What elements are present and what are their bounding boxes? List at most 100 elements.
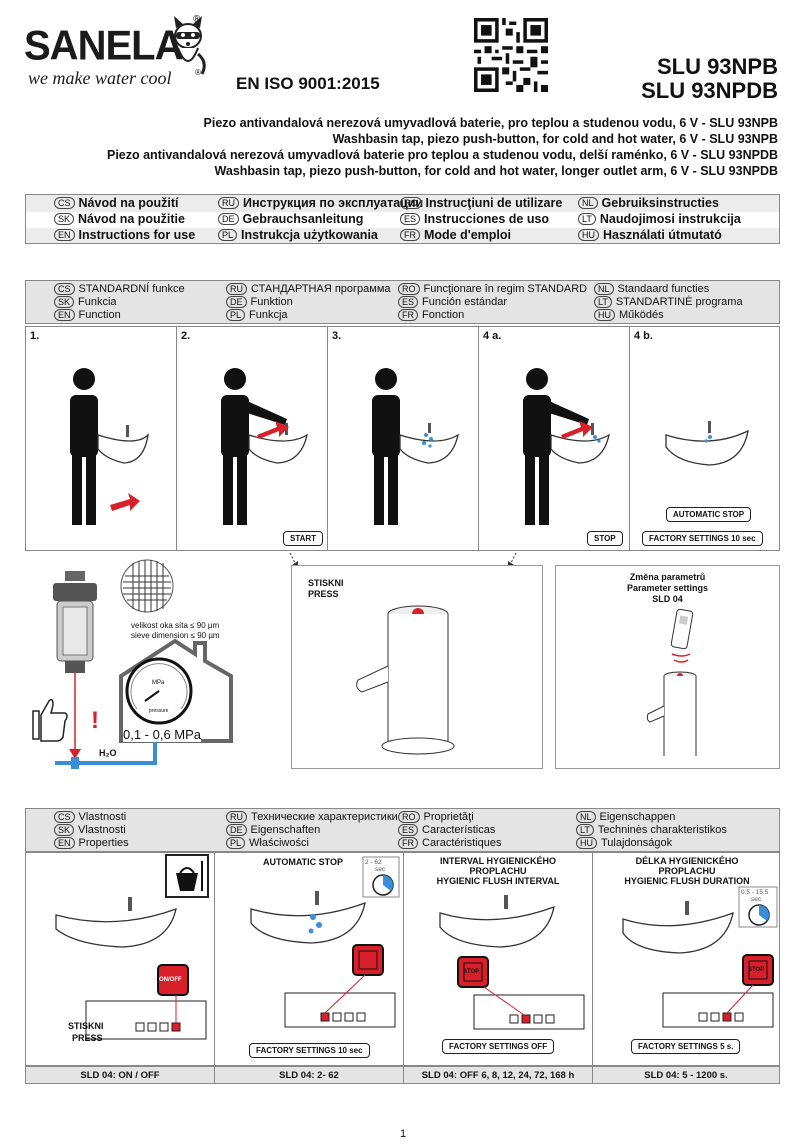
param-label-en: Parameter settings [626, 583, 709, 593]
language-label-text: Návod na použitie [78, 212, 185, 226]
language-code-badge: SK [54, 824, 75, 836]
language-code-badge: LT [578, 213, 596, 225]
language-label-text: STANDARTINĖ programa [615, 296, 743, 308]
model-number-1: SLU 93NPB [656, 54, 778, 79]
onoff-button-label[interactable]: ON/OFF [159, 977, 182, 983]
language-label-text: Instructions for use [78, 228, 196, 242]
warning-icon: ! [91, 707, 99, 734]
step-number: 4 a. [483, 330, 502, 342]
person-stop-icon [523, 368, 610, 525]
model-number-2: SLU 93NPDB [641, 78, 778, 103]
properties-grid: ON/OFF STISKNI PRESS AUTOMATIC STOP 2 - … [25, 852, 780, 1066]
title-line: Piezo antivandalová nerezová umyvadlová … [203, 116, 778, 130]
language-label-text: Vlastnosti [78, 811, 127, 823]
language-label-text: Caractéristiques [422, 837, 502, 849]
press-label-cs: STISKNI [68, 1021, 104, 1031]
language-code-badge: ES [398, 824, 419, 836]
automatic-stop-panel: AUTOMATIC STOP 2 - 62 sec FACTORY SETTIN… [215, 853, 404, 1065]
language-label-text: Gebrauchsanleitung [242, 212, 364, 226]
language-code-badge: FR [400, 229, 420, 241]
factory-settings-label: FACTORY SETTINGS 5 s. [631, 1039, 741, 1054]
automatic-stop-diagram-svg [250, 856, 400, 1028]
hygienic-duration-panel: DÉLKA HYGIENICKÉHO PROPLACHU HYGIENIC FL… [593, 853, 781, 1065]
time-range-label: 0.5 - 15.5 [741, 889, 769, 896]
title-line: Piezo antivandalová nerezová umyvadlová … [106, 148, 778, 162]
language-code-badge: NL [576, 811, 596, 823]
language-code-badge: DE [226, 296, 247, 308]
language-code-badge: ES [400, 213, 421, 225]
tap-pressbutton-icon[interactable] [352, 596, 482, 768]
language-code-badge: RU [218, 197, 239, 209]
language-code-badge: PL [218, 229, 238, 241]
language-label-text: STANDARDNÍ funkce [78, 283, 185, 295]
language-label-text: Techninės charakteristikos [597, 824, 727, 836]
language-label-text: Instrukcja użytkowania [241, 228, 378, 242]
param-label-model: SLD 04 [652, 594, 683, 604]
language-label-text: Características [422, 824, 496, 836]
language-code-badge: NL [594, 283, 614, 295]
language-code-badge: EN [54, 309, 75, 321]
stop-button-label[interactable]: STOP [748, 967, 765, 973]
duration-title-1: DÉLKA HYGIENICKÉHO [635, 856, 739, 866]
press-label-cs: STISKNI [308, 578, 344, 588]
sld-onoff: SLD 04: ON / OFF [26, 1067, 215, 1083]
press-label-en: PRESS [72, 1033, 103, 1043]
sld-duration-range: SLD 04: 5 - 1200 s. [644, 1069, 728, 1081]
interval-title-3: HYGIENIC FLUSH INTERVAL [436, 876, 560, 886]
factory-settings-label: FACTORY SETTINGS OFF [442, 1039, 555, 1054]
stop-button-label[interactable]: STOP [463, 969, 480, 975]
language-code-badge: PL [226, 309, 246, 321]
step-number: 2. [181, 330, 191, 342]
press-tap-panel: STISKNI PRESS [291, 565, 543, 769]
registered-mark: ® [193, 14, 201, 25]
language-code-badge: LT [594, 296, 612, 308]
step-number: 4 b. [634, 330, 653, 342]
qr-code-icon[interactable] [474, 18, 548, 92]
language-label-text: Gebruiksinstructies [601, 196, 719, 210]
filter-pressure-diagram: velikost oka síta ≤ 90 µm sieve dimensio… [25, 551, 262, 773]
language-label-text: Standaard functies [617, 283, 710, 295]
onoff-panel: ON/OFF STISKNI PRESS [26, 853, 215, 1065]
sec-label: sec [375, 866, 386, 873]
language-label-text: Eigenschaften [250, 824, 321, 836]
factory-settings-label: FACTORY SETTINGS 10 sec [642, 531, 763, 546]
language-code-badge: CS [54, 197, 75, 209]
sld-settings-bar: SLD 04: ON / OFF SLD 04: 2- 62 SLD 04: O… [25, 1066, 780, 1084]
person-pressing-icon [221, 368, 308, 525]
duration-diagram-svg [622, 886, 778, 1028]
language-label-text: СТАНДАРТНАЯ программа [251, 283, 391, 295]
language-label-text: Właściwości [249, 837, 309, 849]
step-3-panel: 3. [328, 327, 479, 550]
language-label-text: Instrucţiuni de utilizare [425, 196, 563, 210]
stop-label: STOP [587, 531, 623, 546]
sieve-size-cs: velikost oka síta ≤ 90 µm [131, 621, 220, 630]
language-label-text: Fonction [422, 309, 465, 321]
duration-title-3: HYGIENIC FLUSH DURATION [624, 876, 750, 886]
title-line: Washbasin tap, piezo push-button, for co… [214, 164, 778, 178]
language-label-text: Tulajdonságok [601, 837, 673, 849]
language-code-badge: HU [578, 229, 599, 241]
language-label-text: Vlastnosti [78, 824, 126, 836]
language-code-badge: SK [54, 296, 75, 308]
